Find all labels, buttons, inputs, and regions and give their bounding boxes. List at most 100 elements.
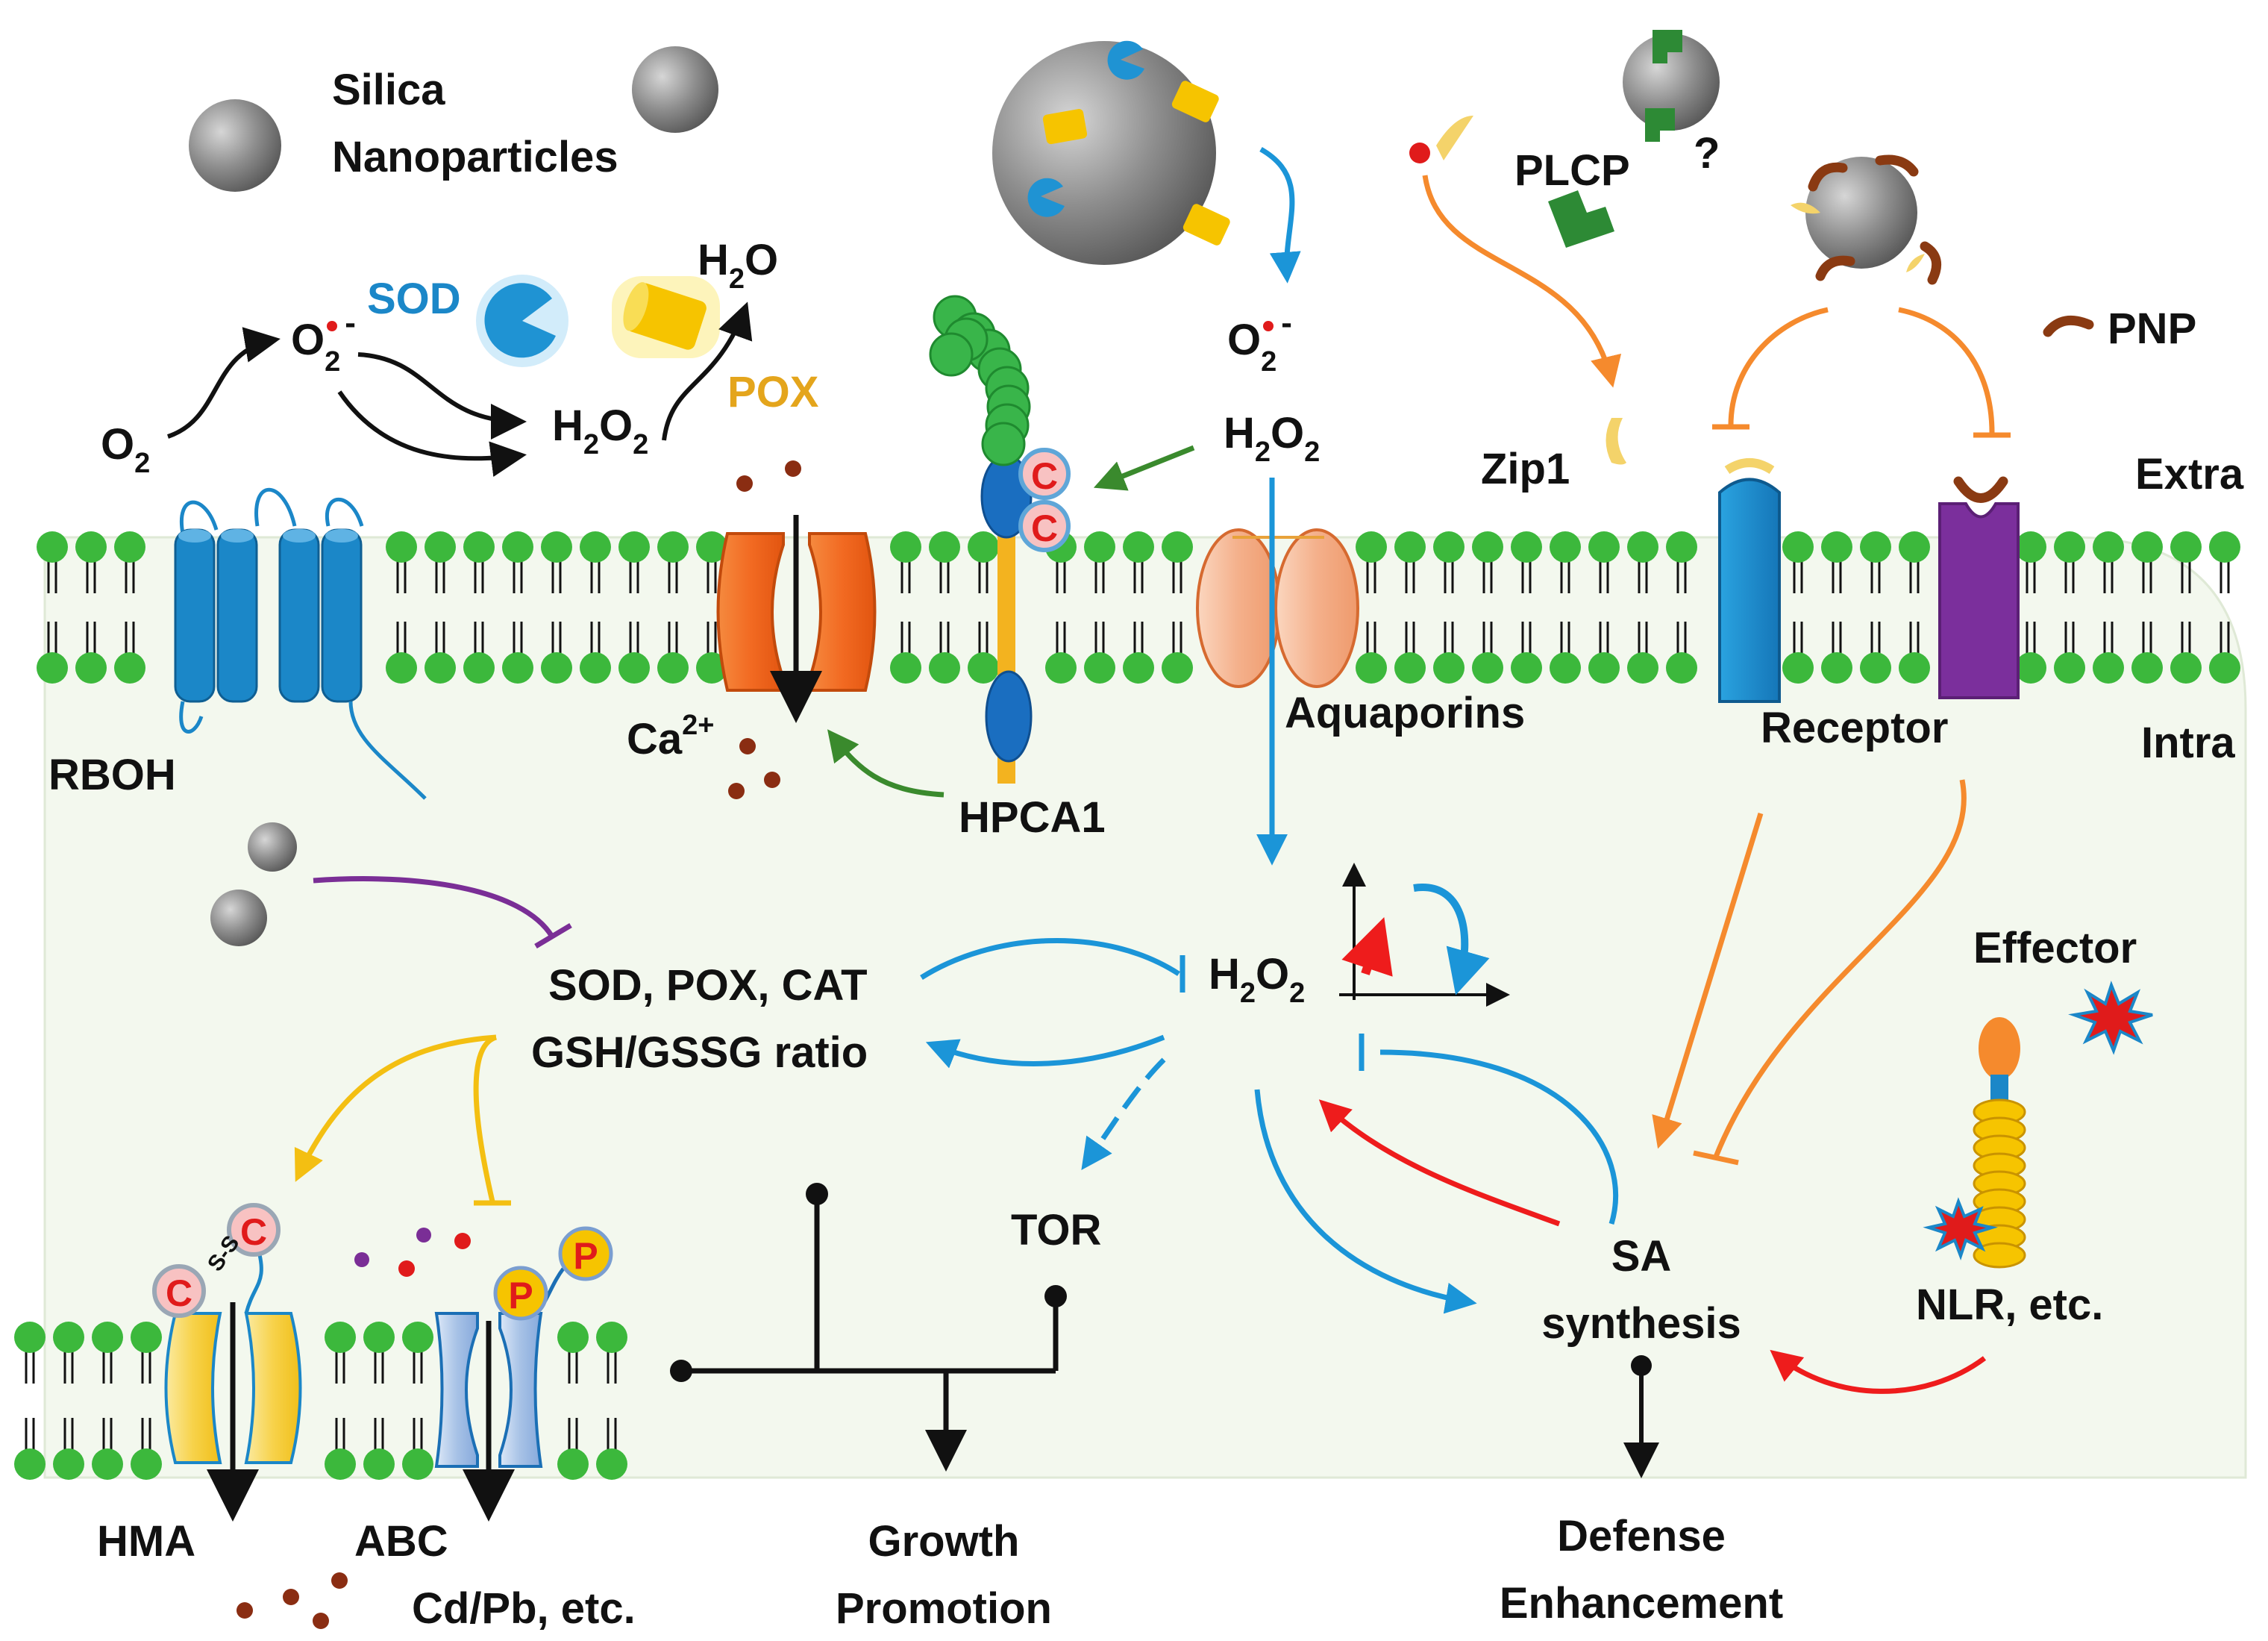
o2-to-superoxide-arrow [167, 327, 281, 439]
inhibit-bar [1693, 1150, 1739, 1166]
vacuole-membrane [14, 1322, 627, 1480]
receptor-label: Receptor [1761, 704, 1948, 752]
nlr-receptor [1923, 1017, 2026, 1269]
rboh-label: RBOH [48, 751, 176, 799]
phosphate-badge-icon: P [558, 1226, 613, 1281]
pnp-inhibit-receptor-purple [1898, 307, 1995, 434]
growth-node-dot [1044, 1285, 1067, 1307]
superoxide-to-h2o2-arrow [357, 352, 527, 440]
enzyme-loaded-nanoparticle-icon [992, 41, 1216, 265]
h2o2-formula-center: H2O2 [1224, 409, 1320, 468]
pox-on-nanoparticle-icon [1171, 81, 1219, 122]
intra-label: Intra [2141, 719, 2235, 767]
h2o2-to-h2o-arrow [662, 301, 753, 441]
zip1-label: Zip1 [1481, 445, 1570, 493]
nanoparticles-label: Nanoparticles [332, 133, 618, 181]
h2o2-induce-antioxidants [925, 1034, 1165, 1069]
svg-text:H2O: H2O [698, 236, 778, 295]
pox-on-nanoparticle-icon [1042, 109, 1088, 145]
cysteine-badge-icon: C [152, 1264, 206, 1318]
rboh-protein [174, 487, 427, 800]
h2o2-to-hpca1-arrow [1093, 445, 1195, 491]
gsh-ratio-label: GSH/GSSG ratio [531, 1028, 868, 1077]
sa-to-h2o2-arrow [1318, 1099, 1561, 1227]
zip1-peptide-icon [1436, 116, 1473, 160]
svg-text:C: C [1031, 455, 1058, 497]
hpca1-label: HPCA1 [959, 793, 1106, 842]
receptor-inhibit-sa [1713, 779, 1967, 1158]
svg-text:C: C [240, 1211, 267, 1253]
receptor-blue [1718, 458, 1781, 703]
sod-on-nanoparticle-icon [1107, 40, 1144, 80]
pnp-label: PNP [2108, 304, 2196, 353]
cysteine-badge-icon: C [1018, 500, 1071, 552]
plasma-membrane [37, 531, 2240, 684]
zip1-peptide-icon [1606, 418, 1626, 465]
pox-on-nanoparticle-icon [1182, 204, 1230, 246]
antioxidants-label: SOD, POX, CAT [548, 961, 868, 1010]
effector-star-icon [1923, 1197, 1998, 1260]
effector-label: Effector [1973, 924, 2137, 972]
tor-label: TOR [1011, 1206, 1101, 1254]
sa-inhibit-h2o2 [1379, 1049, 1619, 1225]
metal-ions [354, 1228, 471, 1277]
plcp-label: PLCP [1514, 146, 1630, 195]
svg-text:H2O2: H2O2 [552, 401, 648, 460]
h2o2-formula-cytoplasm: H2O2 [1209, 950, 1305, 1009]
pnp-inhibit-receptor-blue [1728, 307, 1829, 426]
nlr-to-sa-arrow [1770, 1349, 1987, 1394]
antioxidants-inhibit-h2o2 [920, 938, 1180, 980]
plcp-processing-arrow [1422, 175, 1622, 388]
o2-formula: O2 [101, 420, 150, 479]
sod-label: SOD [367, 275, 461, 323]
silica-inhibit-antioxidants [313, 876, 554, 938]
abc-transporter: P P [434, 1226, 613, 1522]
sod-on-nanoparticle-icon [1027, 178, 1065, 217]
superoxide-to-h2o2-arrow-2 [337, 390, 527, 478]
cd-pb-label: Cd/Pb, etc. [412, 1584, 636, 1633]
aquaporins-label: Aquaporins [1285, 689, 1525, 737]
svg-text:H2O2: H2O2 [1224, 409, 1320, 468]
growth-label: Growth [868, 1517, 1020, 1566]
calcium-ions [728, 460, 801, 799]
calcium-label: Ca2+ [627, 710, 714, 763]
defense-label: Defense [1557, 1512, 1726, 1560]
pathogen-signal-dot [1409, 143, 1430, 163]
plcp-protein-icon [1548, 30, 1682, 248]
hpca1-receptor: C C [929, 295, 1071, 784]
phosphate-badge-icon: P [493, 1266, 548, 1321]
pnp-peptide-icon [2043, 315, 2094, 337]
inhibit-bar [534, 922, 572, 949]
enhancement-label: Enhancement [1500, 1579, 1783, 1628]
superoxide-formula-center: O2- [1227, 304, 1292, 378]
silica-nanoparticle-icon [210, 890, 267, 946]
receptor-to-sa-arrow [1652, 812, 1764, 1149]
growth-node-dot [670, 1360, 692, 1382]
silica-nanoparticle-icon [189, 99, 281, 192]
nlr-label: NLR, etc. [1916, 1281, 2103, 1329]
promotion-label: Promotion [836, 1584, 1052, 1633]
pnp-peptide-icon [1808, 154, 1942, 285]
sa-label: SA [1611, 1232, 1672, 1281]
np-to-ros-arrow [1259, 146, 1301, 284]
svg-text:C: C [1031, 507, 1058, 549]
pnp-nanoparticle-icon [1805, 157, 1917, 269]
sod-enzyme-icon [484, 283, 556, 358]
pox-label: POX [727, 368, 819, 416]
silica-nanoparticle-icon [248, 822, 297, 872]
antioxidants-inhibit-abc [473, 1034, 498, 1202]
extra-label: Extra [2135, 450, 2244, 498]
svg-text:C: C [166, 1272, 192, 1314]
cd-pb-ions [236, 1572, 348, 1629]
calcium-channel [716, 515, 877, 723]
hma-label: HMA [97, 1517, 195, 1566]
h2o2-formula-top: H2O2 [552, 401, 648, 460]
antioxidants-to-hma-arrow [294, 1034, 497, 1182]
h2o2-to-sa-arrow [1254, 1089, 1477, 1314]
svg-text:O2-: O2- [291, 304, 356, 378]
h2o-formula: H2O [698, 236, 778, 295]
svg-text:Ca2+: Ca2+ [627, 710, 714, 763]
svg-text:H2O2: H2O2 [1209, 950, 1305, 1009]
hpca1-to-calcium-arrow [827, 729, 945, 798]
